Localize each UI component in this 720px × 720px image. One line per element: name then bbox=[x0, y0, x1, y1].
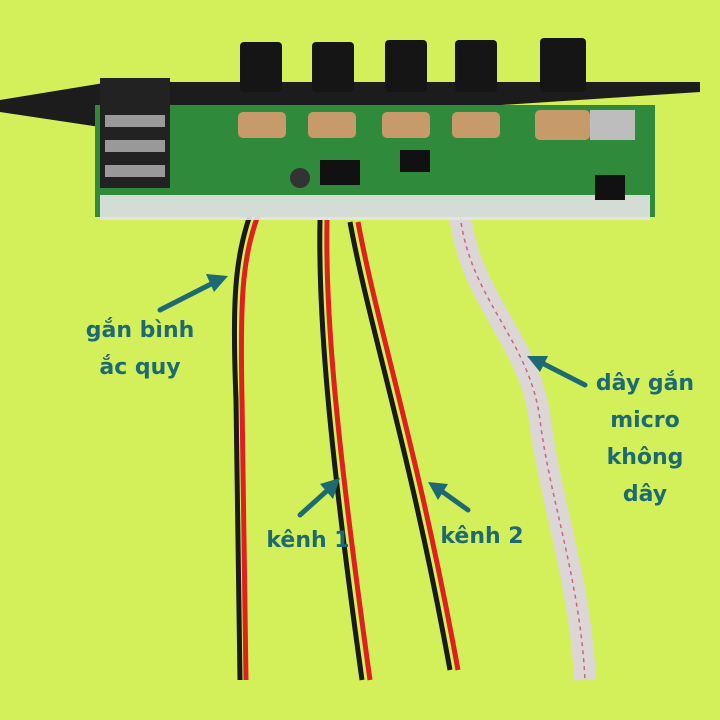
arrow-battery bbox=[157, 274, 228, 313]
battery-label-line: ắc quy bbox=[99, 355, 181, 380]
ribbon-cable bbox=[449, 213, 596, 681]
mic-label: dây gắn micro không dây bbox=[585, 365, 705, 513]
battery-wires bbox=[231, 214, 261, 681]
battery-label: gắn bình ắc quy bbox=[70, 312, 210, 386]
battery-label-line: gắn bình bbox=[85, 318, 195, 343]
channel-1-label: kênh 1 bbox=[266, 528, 350, 553]
mic-label-line: dây bbox=[622, 482, 668, 507]
channel-2-label: kênh 2 bbox=[440, 524, 524, 549]
channel-2-wires bbox=[347, 221, 461, 671]
channel-1-wires bbox=[317, 219, 373, 681]
arrow-channel-2 bbox=[428, 482, 471, 513]
arrow-mic bbox=[527, 356, 588, 388]
arrow-channel-1 bbox=[297, 478, 340, 518]
mic-label-line: dây gắn bbox=[595, 371, 695, 396]
potentiometer-knobs bbox=[238, 38, 590, 140]
mic-label-line: không bbox=[606, 445, 684, 470]
mic-label-line: micro bbox=[610, 408, 680, 433]
input-jacks bbox=[100, 78, 170, 188]
